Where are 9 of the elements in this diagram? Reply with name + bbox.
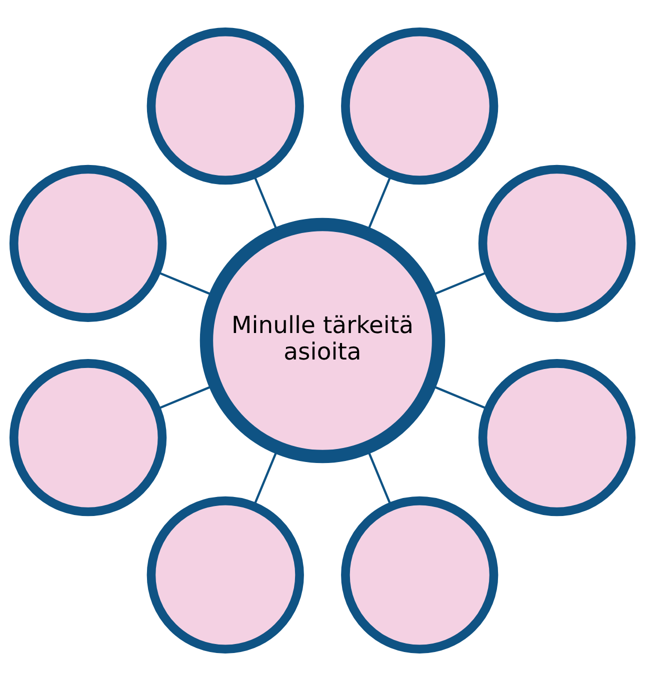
node-circle bbox=[146, 496, 304, 654]
node-circle bbox=[9, 164, 167, 322]
node-circle bbox=[341, 496, 498, 654]
node-circle bbox=[9, 359, 167, 516]
node-circle bbox=[146, 27, 304, 185]
node-circle bbox=[341, 27, 498, 185]
node-circle bbox=[478, 164, 636, 322]
node-circle bbox=[478, 359, 636, 516]
node-circle: Minulle tärkeitä asioita bbox=[200, 218, 446, 464]
